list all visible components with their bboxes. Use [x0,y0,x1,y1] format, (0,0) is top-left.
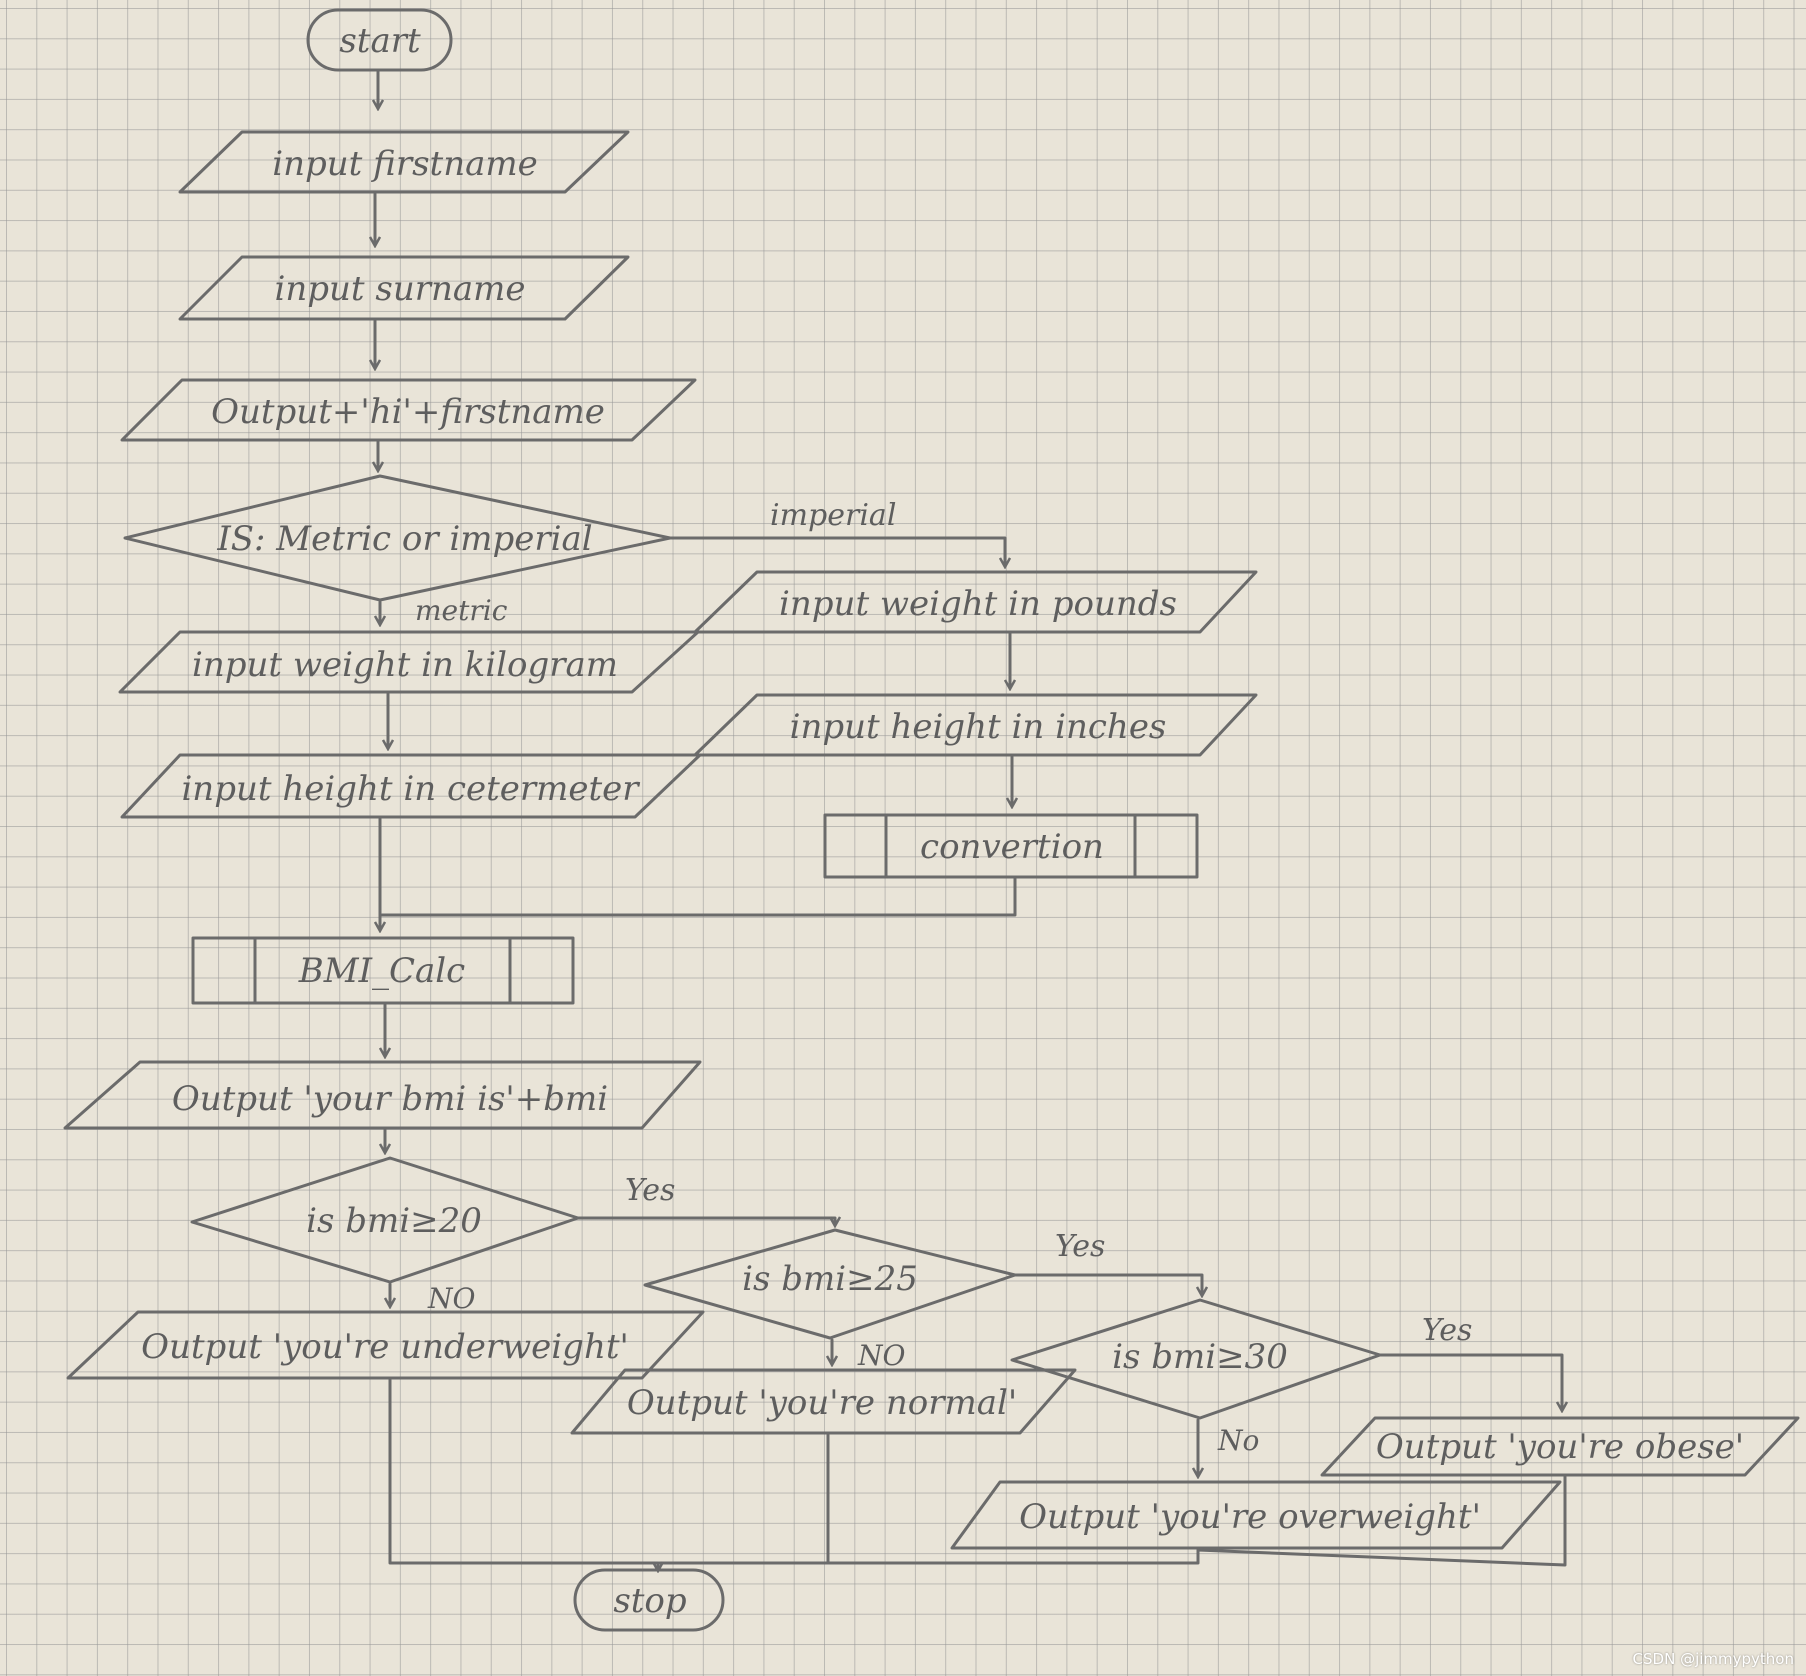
edge-label-no-25: NO [857,1339,906,1372]
output-underweight-box: Output 'you're underweight' [66,1310,705,1380]
decision-25-diamond: is bmi≥25 [643,1228,1017,1340]
edge-label-imperial: imperial [770,498,896,533]
input-height-cm-label: input height in cetermeter [181,769,640,809]
watermark-text: CSDN @jimmypython [1632,1650,1794,1668]
input-height-in-box: input height in inches [693,693,1258,757]
output-normal-box: Output 'you're normal' [570,1368,1077,1435]
stop-label: stop [613,1581,686,1621]
input-firstname-box: input firstname [178,130,630,194]
edge-label-yes-20: Yes [625,1173,675,1208]
input-height-cm-box: input height in cetermeter [120,753,702,819]
output-obese-box: Output 'you're obese' [1320,1416,1800,1477]
start-label: start [339,21,421,61]
output-bmi-box: Output 'your bmi is'+bmi [63,1060,702,1130]
edge-label-yes-25: Yes [1055,1229,1105,1264]
stop-terminal: stop [573,1568,725,1632]
input-weight-lb-box: input weight in pounds [693,570,1258,634]
conversion-process: convertion [823,813,1199,879]
decision-20-diamond: is bmi≥20 [190,1156,580,1284]
decision-20-label: is bmi≥20 [306,1201,482,1241]
input-weight-kg-box: input weight in kilogram [118,630,700,694]
edge-label-no-30: No [1217,1424,1259,1457]
conversion-label: convertion [920,827,1104,867]
output-hi-box: Output+'hi'+firstname [120,378,697,442]
bmi-calc-process: BMI_Calc [191,936,575,1005]
bmi-calc-label: BMI_Calc [298,951,465,991]
output-bmi-label: Output 'your bmi is'+bmi [172,1079,608,1119]
input-height-in-label: input height in inches [790,707,1167,747]
edge-label-metric: metric [415,594,508,627]
edge-label-yes-30: Yes [1422,1313,1472,1348]
decision-30-diamond: is bmi≥30 [1010,1298,1382,1420]
output-underweight-label: Output 'you're underweight' [141,1327,629,1367]
decision-unit-diamond: IS: Metric or imperial [123,474,672,602]
input-surname-box: input surname [178,255,630,321]
output-overweight-box: Output 'you're overweight' [950,1480,1562,1550]
output-hi-label: Output+'hi'+firstname [211,392,605,432]
decision-25-label: is bmi≥25 [742,1259,918,1299]
input-weight-kg-label: input weight in kilogram [192,645,618,685]
decision-30-label: is bmi≥30 [1112,1337,1288,1377]
input-surname-label: input surname [274,269,525,309]
input-weight-lb-label: input weight in pounds [779,584,1177,624]
input-firstname-label: input firstname [272,144,537,184]
edge-label-no-20: NO [427,1282,476,1315]
start-terminal: start [306,8,453,72]
output-obese-label: Output 'you're obese' [1376,1427,1744,1467]
output-overweight-label: Output 'you're overweight' [1019,1497,1481,1537]
connectors [375,70,1565,1570]
decision-unit-label: IS: Metric or imperial [216,519,592,559]
output-normal-label: Output 'you're normal' [627,1383,1017,1423]
